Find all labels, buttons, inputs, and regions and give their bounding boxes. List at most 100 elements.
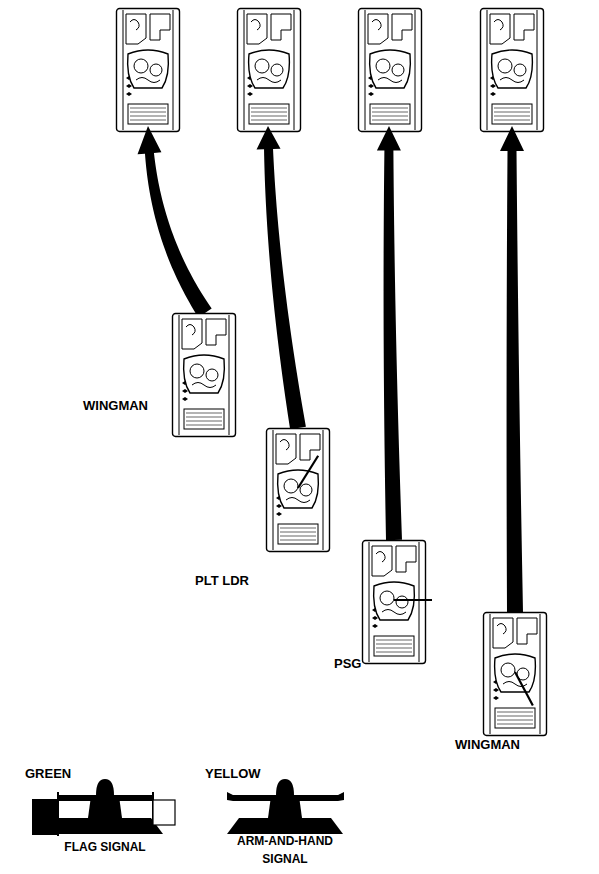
grille-line <box>372 108 408 109</box>
signal-label: YELLOW <box>205 765 261 783</box>
turret-base <box>227 818 343 834</box>
track-line <box>179 315 180 435</box>
tank-node: WINGMAN <box>172 313 236 437</box>
hull-mark <box>182 397 188 401</box>
hatch <box>514 64 526 76</box>
hull-mark <box>126 84 132 88</box>
tank-drawing <box>481 9 544 132</box>
arms <box>233 795 338 801</box>
hull-mark <box>493 696 499 700</box>
hull-detail <box>280 440 289 451</box>
hatch <box>255 59 269 73</box>
grille-line <box>130 112 166 113</box>
grille-line <box>280 528 316 529</box>
hull-detail <box>517 618 537 644</box>
grille-line <box>497 724 533 725</box>
grille-line <box>372 120 408 121</box>
tank-drawing <box>484 613 547 736</box>
hull-mark <box>493 688 499 692</box>
turret-outline <box>492 50 533 88</box>
hull-mark <box>247 92 253 96</box>
track-line <box>365 10 366 130</box>
tank-hull <box>363 541 426 664</box>
tank-drawing <box>267 429 330 552</box>
grille-line <box>186 425 222 426</box>
main-gun <box>298 456 318 488</box>
hatch <box>380 591 394 605</box>
engine-grille <box>370 104 410 124</box>
hull-detail <box>126 14 146 44</box>
hull-mark <box>276 504 282 508</box>
signal-figures <box>32 779 344 836</box>
hull-mark <box>490 92 496 96</box>
turret-outline <box>278 470 319 508</box>
turret <box>128 50 169 88</box>
turret <box>495 654 536 706</box>
tank-outline <box>172 313 236 437</box>
track-line <box>244 10 245 130</box>
turret-detail <box>500 78 524 83</box>
signal-label: GREEN <box>25 765 71 783</box>
hull-detail <box>392 14 412 40</box>
grille-line <box>494 108 530 109</box>
track-line <box>419 542 420 662</box>
tank-drawing <box>238 9 301 132</box>
track-line <box>123 10 124 130</box>
grille-line <box>186 413 222 414</box>
tank-outline <box>266 428 330 552</box>
tank-outline <box>362 540 426 664</box>
hull-mark <box>126 92 132 96</box>
track-line <box>369 542 370 662</box>
grille-line <box>251 116 287 117</box>
crewman-silhouette <box>227 779 344 834</box>
engine-grille <box>128 104 168 124</box>
track-line <box>490 614 491 734</box>
hull-detail <box>497 624 506 635</box>
hull-mark <box>372 624 378 628</box>
engine-grille <box>495 708 535 728</box>
movement-arrow <box>377 126 402 540</box>
turret-detail <box>378 78 402 83</box>
turret-detail <box>286 498 310 503</box>
turret-detail <box>257 78 281 83</box>
grille-line <box>497 716 533 717</box>
hatch <box>134 59 148 73</box>
grille-line <box>376 640 412 641</box>
tank-node: WINGMAN <box>483 612 547 736</box>
movement-arrow <box>500 126 524 612</box>
track-line <box>294 10 295 130</box>
grille-line <box>251 108 287 109</box>
movement-arrow <box>257 126 306 429</box>
turret <box>184 355 225 393</box>
main-gun <box>394 599 432 601</box>
tank-hull <box>267 429 330 552</box>
position-label: WINGMAN <box>455 737 520 752</box>
hull-mark <box>490 84 496 88</box>
track-line <box>487 10 488 130</box>
track-line <box>323 430 324 550</box>
engine-grille <box>184 409 224 429</box>
grille-line <box>186 417 222 418</box>
turret-outline <box>249 50 290 88</box>
turret <box>374 582 432 620</box>
tank-hull <box>173 314 236 437</box>
hatch <box>206 369 218 381</box>
grille-line <box>186 421 222 422</box>
turret-base <box>47 818 163 834</box>
hull-detail <box>271 14 291 40</box>
grille-line <box>372 112 408 113</box>
hull-detail <box>490 14 510 44</box>
hull-mark <box>276 512 282 516</box>
tank-hull <box>484 613 547 736</box>
hatch <box>501 663 515 677</box>
turret-outline <box>370 50 411 88</box>
engine-grille <box>492 104 532 124</box>
track-line <box>229 315 230 435</box>
hatch <box>300 484 312 496</box>
hull-detail <box>372 20 381 31</box>
tank-node: PSG <box>362 540 426 664</box>
movement-arrow <box>138 126 212 317</box>
hatch <box>392 64 404 76</box>
hull-mark <box>368 84 374 88</box>
